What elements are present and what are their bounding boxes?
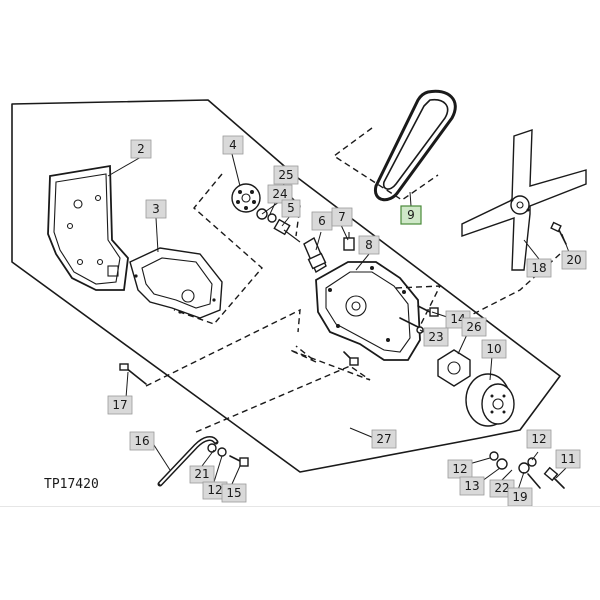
callout-6: 6 [311, 211, 333, 231]
impeller [231, 183, 261, 213]
hose-fittings [207, 443, 249, 467]
plate [47, 164, 129, 291]
fitting [343, 232, 355, 251]
callout-5: 5 [281, 199, 301, 218]
water-pump-housing [315, 261, 421, 361]
pulley-hub [437, 349, 471, 387]
v-belt [373, 89, 457, 202]
callout-11-label: 11 [560, 452, 575, 466]
callout-10-label: 10 [486, 342, 501, 356]
fan-bolt [550, 221, 567, 245]
gasket-group-dash [173, 173, 263, 325]
callout-25-label: 25 [278, 168, 293, 182]
belt-group-dash [332, 127, 439, 201]
hose [157, 436, 219, 487]
callout-19-label: 19 [512, 490, 527, 504]
callout-13: 13 [459, 476, 485, 496]
callout-25: 25 [273, 165, 299, 185]
callout-2-label: 2 [137, 142, 145, 156]
bottom-divider [0, 506, 600, 507]
callout-18: 18 [526, 258, 552, 278]
assembly-outline [11, 99, 561, 473]
callout-12-left-label: 12 [452, 462, 467, 476]
callout-7: 7 [331, 207, 353, 227]
callout-24: 24 [267, 184, 293, 204]
callout-12-right-label: 12 [531, 432, 546, 446]
callout-6-label: 6 [318, 214, 326, 228]
callout-8: 8 [358, 235, 380, 255]
callout-10: 10 [481, 339, 507, 359]
callout-12: 12 [202, 481, 228, 500]
pin-group-dash [145, 308, 301, 387]
callout-22-label: 22 [494, 481, 509, 495]
callout-2: 2 [130, 139, 152, 159]
callout-9-label: 9 [407, 208, 415, 222]
gasket [129, 247, 223, 319]
pulley [465, 373, 515, 427]
callout-27: 27 [371, 429, 397, 449]
callout-24-label: 24 [272, 187, 287, 201]
callout-26-label: 26 [466, 320, 481, 334]
callout-4: 4 [222, 135, 244, 155]
bolts-group-dash [395, 285, 442, 327]
callout-16-label: 16 [134, 434, 149, 448]
tube-group-dash [195, 345, 371, 433]
callout-17: 17 [107, 395, 133, 415]
figure-id: TP17420 [44, 477, 99, 492]
callout-23: 23 [423, 327, 449, 347]
callout-23-label: 23 [428, 330, 443, 344]
callout-5-label: 5 [287, 201, 295, 215]
callout-17-label: 17 [112, 398, 127, 412]
callout-3: 3 [145, 199, 167, 219]
callout-9: 9 [400, 205, 422, 225]
shaft [303, 236, 327, 274]
callout-16: 16 [129, 431, 155, 451]
callout-13-label: 13 [464, 479, 479, 493]
callout-15-label: 15 [226, 486, 241, 500]
callout-3-label: 3 [152, 202, 160, 216]
callout-20-label: 20 [566, 253, 581, 267]
fan [461, 129, 587, 271]
callout-26: 26 [461, 317, 487, 337]
callout-7-label: 7 [338, 210, 346, 224]
callout-27-label: 27 [376, 432, 391, 446]
callout-8-label: 8 [365, 238, 373, 252]
callout-12-left: 12 [447, 459, 473, 479]
callout-18-label: 18 [531, 261, 546, 275]
callout-12-label: 12 [207, 483, 222, 497]
callout-11: 11 [555, 449, 581, 469]
callout-15: 15 [221, 483, 247, 503]
housing-bolt [343, 351, 359, 366]
callout-21: 21 [189, 465, 215, 484]
seal-parts [256, 208, 301, 243]
callout-20: 20 [561, 250, 587, 270]
callout-19: 19 [507, 487, 533, 507]
pin [119, 363, 147, 385]
callout-21-label: 21 [194, 467, 209, 481]
callout-12-right: 12 [526, 429, 552, 449]
callout-4-label: 4 [229, 138, 237, 152]
